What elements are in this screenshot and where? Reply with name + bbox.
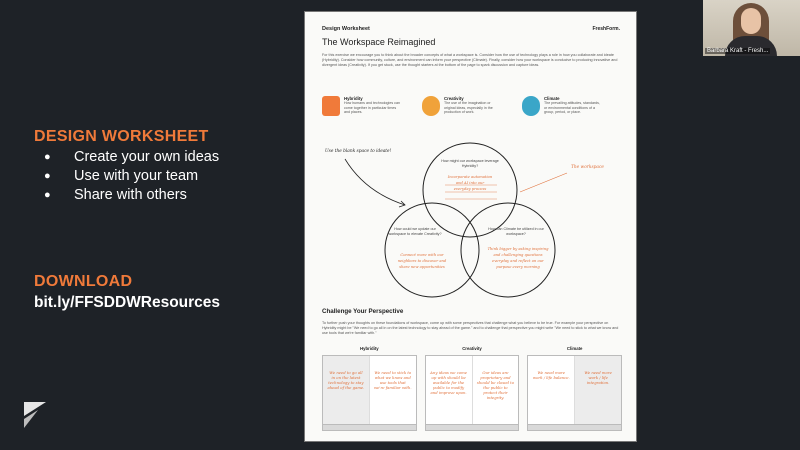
download-link[interactable]: bit.ly/FFSDDWResources — [34, 294, 221, 311]
challenge-column-creativity: Creativity Any ideas we come up with sho… — [424, 346, 520, 431]
worksheet-label: Design Worksheet — [322, 26, 370, 32]
bullet-item: Create your own ideas — [34, 148, 294, 167]
column-title: Creativity — [462, 346, 482, 351]
column-title: Hybridity — [360, 346, 379, 351]
concept-desc: How humans and technologies can come tog… — [344, 101, 400, 115]
venn-circle-left — [384, 202, 480, 298]
participant-name: Barbara Kraft - Fresh... — [705, 48, 771, 54]
concept-desc: The prevailing attitudes, standards, or … — [544, 101, 600, 115]
venn-top-question: How might our workspace leverage Hybridi… — [441, 159, 499, 168]
concept-title: Hybridity — [344, 96, 363, 101]
concept-title: Creativity — [444, 96, 464, 101]
arrow-icon — [344, 158, 406, 206]
challenge-title: Challenge Your Perspective — [322, 308, 404, 315]
challenge-column-hybridity: Hybridity We need to go all in on the la… — [322, 346, 417, 431]
download-section: DOWNLOAD bit.ly/FFSDDWResources — [34, 273, 220, 312]
worksheet-page: Design Worksheet The Workspace Reimagine… — [304, 11, 637, 442]
venn-top-answer: Incorporate automation and AI into our e… — [447, 175, 493, 191]
worksheet-title: The Workspace Reimagined — [322, 37, 436, 47]
worksheet-intro: For this exercise we encourage you to th… — [322, 53, 618, 67]
workspace-note: The workspace — [571, 165, 604, 170]
concept-desc: The use of the imagination or original i… — [444, 101, 493, 115]
column-challenge: We need more work / life integration. — [575, 356, 622, 424]
challenge-column-climate: Climate We need more work / life balance… — [527, 346, 623, 431]
challenge-columns: Hybridity We need to go all in on the la… — [322, 346, 623, 431]
download-title: DOWNLOAD — [34, 273, 133, 290]
bullet-item: Use with your team — [34, 167, 294, 186]
venn-left-answer: Connect more with our neighbors to disco… — [397, 253, 447, 269]
globe-icon — [522, 96, 540, 116]
section-title: DESIGN WORKSHEET — [34, 128, 209, 145]
concept-title: Climate — [544, 96, 560, 101]
concept-climate: Climate The prevailing attitudes, standa… — [522, 96, 622, 116]
concept-row: Hybridity How humans and technologies ca… — [322, 96, 622, 116]
column-perspective: We need to go all in on the latest techn… — [323, 356, 370, 424]
pointer-line — [519, 172, 568, 193]
lightbulb-icon — [422, 96, 440, 116]
worksheet-logo: FreshForm. — [592, 26, 620, 32]
venn-diagram — [344, 142, 568, 298]
venn-circle-top — [422, 142, 518, 238]
venn-right-answer: Think bigger by asking inspiring and cha… — [487, 247, 549, 269]
challenge-text: To further push your thoughts on these f… — [322, 321, 619, 335]
column-challenge: Our ideas are proprietary and should be … — [476, 370, 514, 400]
venn-circle-right — [460, 202, 556, 298]
column-perspective: We need more work / life balance. — [528, 356, 576, 424]
concept-hybridity: Hybridity How humans and technologies ca… — [322, 96, 422, 116]
freshform-logo-icon — [24, 402, 46, 428]
concept-creativity: Creativity The use of the imagination or… — [422, 96, 522, 116]
venn-left-question: How could we update our workspace to ele… — [388, 227, 442, 236]
column-title: Climate — [566, 346, 583, 351]
venn-right-question: How can Climate be utilized in our works… — [488, 227, 544, 236]
bullet-item: Share with others — [34, 186, 294, 205]
webcam-thumbnail[interactable]: Barbara Kraft - Fresh... — [703, 0, 800, 56]
bullet-list: Create your own ideas Use with your team… — [34, 148, 294, 205]
hybridity-icon — [322, 96, 340, 116]
column-perspective: Any ideas we come up with should be avai… — [426, 356, 473, 424]
venn-blank-note: Use the blank space to ideate! — [325, 149, 392, 154]
column-challenge: We need to stick to what we know and use… — [373, 370, 412, 390]
slide-content: DESIGN WORKSHEET Create your own ideas U… — [34, 128, 294, 205]
